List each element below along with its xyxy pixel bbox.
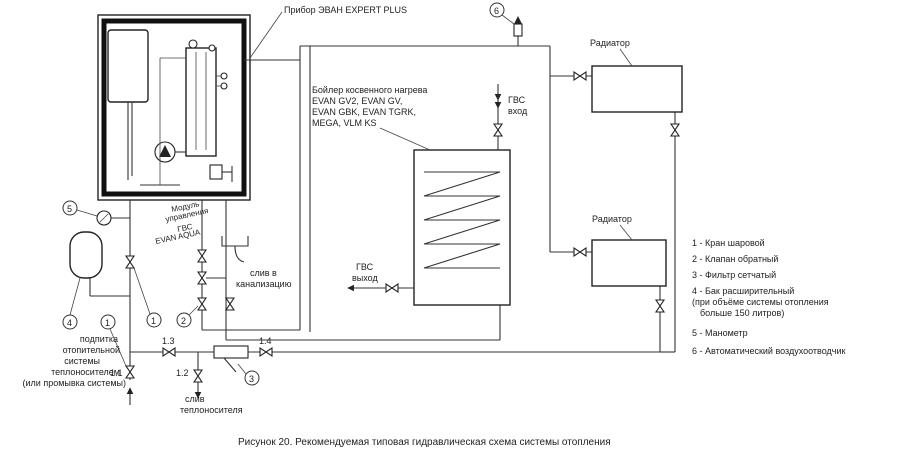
air-vent-icon <box>513 16 523 37</box>
drain-sewer-line-1: слив в <box>250 268 277 278</box>
manometer-icon <box>96 210 130 226</box>
drain-coolant-line-1: слив <box>185 394 205 404</box>
feed-line-2: отопительной <box>63 345 120 355</box>
drain-coolant-line-2: теплоносителя <box>180 405 243 415</box>
valve-1-4-label: 1.4 <box>259 336 272 346</box>
drain-sewer-line-2: канализацию <box>236 279 292 289</box>
callout-3-text: 3 <box>249 374 254 384</box>
radiator-top-label: Радиатор <box>590 38 630 48</box>
callout-3 <box>244 370 260 386</box>
filter-icon <box>213 345 249 373</box>
callout-4-text: 4 <box>67 318 72 328</box>
control-column <box>185 47 217 157</box>
legend-item-5: 5 - Манометр <box>692 328 748 338</box>
pipework <box>89 34 676 380</box>
feed-line-1: подпитка <box>80 334 118 344</box>
callout-2 <box>176 312 192 328</box>
callout-1-left-text: 1 <box>105 318 110 328</box>
callout-1-left <box>100 314 116 330</box>
radiator-bottom <box>591 239 667 287</box>
boiler-line-4: MEGA, VLM KS <box>312 118 377 128</box>
valve-1-1-label: 1.1 <box>110 368 123 378</box>
callout-1-right <box>146 312 162 328</box>
legend-item-4: 4 - Бак расширительный <box>692 286 794 296</box>
gvs-out-line-1: ГВС <box>356 262 374 272</box>
radiator-bottom-label: Радиатор <box>592 214 632 224</box>
module-line-3: ГВС <box>177 222 194 234</box>
legend-item-4-note-1: (при объёме системы отопления <box>692 297 829 307</box>
module-valve-icon <box>196 271 226 285</box>
drain-funnel-icon <box>221 236 249 263</box>
boiler-line-1: Бойлер косвенного нагрева <box>312 85 427 95</box>
legend-item-4-note-2: больше 150 литров) <box>700 308 784 318</box>
callout-6-text: 6 <box>494 6 499 16</box>
legend: 1 - Кран шаровой 2 - Клапан обратный 3 -… <box>692 238 846 356</box>
feed-line-5: (или промывка системы) <box>23 378 126 388</box>
callout-1-right-text: 1 <box>151 316 156 326</box>
valve-1-3-label: 1.3 <box>162 336 175 346</box>
device-label: Прибор ЭВАН EXPERT PLUS <box>284 5 407 15</box>
evan-expert-plus-unit <box>97 14 251 201</box>
valve-1-2-label: 1.2 <box>176 368 189 378</box>
gvs-in-line-2: вход <box>508 106 528 116</box>
callout-6 <box>489 2 505 18</box>
heater-tank <box>107 29 149 103</box>
pump-icon <box>154 141 176 163</box>
feed-line-4: теплоносителем <box>51 367 120 377</box>
boiler-line-3: EVAN GBK, EVAN TGRK, <box>312 107 416 117</box>
gvs-out-line-2: выход <box>352 273 378 283</box>
expansion-tank <box>69 231 103 279</box>
legend-item-6: 6 - Автоматический воздухоотводчик <box>692 346 846 356</box>
connector-icons <box>216 72 228 90</box>
legend-item-3: 3 - Фильтр сетчатый <box>692 270 776 280</box>
radiator-top <box>591 65 683 113</box>
gvs-in-line-1: ГВС <box>508 95 526 105</box>
callout-5 <box>62 200 78 216</box>
legend-item-1: 1 - Кран шаровой <box>692 238 765 248</box>
feed-line-3: системы <box>64 356 100 366</box>
figure-caption: Рисунок 20. Рекомендуемая типовая гидрав… <box>238 437 611 448</box>
callout-5-text: 5 <box>67 204 72 214</box>
legend-item-2: 2 - Клапан обратный <box>692 254 778 264</box>
boiler-line-2: EVAN GV2, EVAN GV, <box>312 96 402 106</box>
callout-2-text: 2 <box>181 316 186 326</box>
indirect-boiler <box>413 149 511 306</box>
